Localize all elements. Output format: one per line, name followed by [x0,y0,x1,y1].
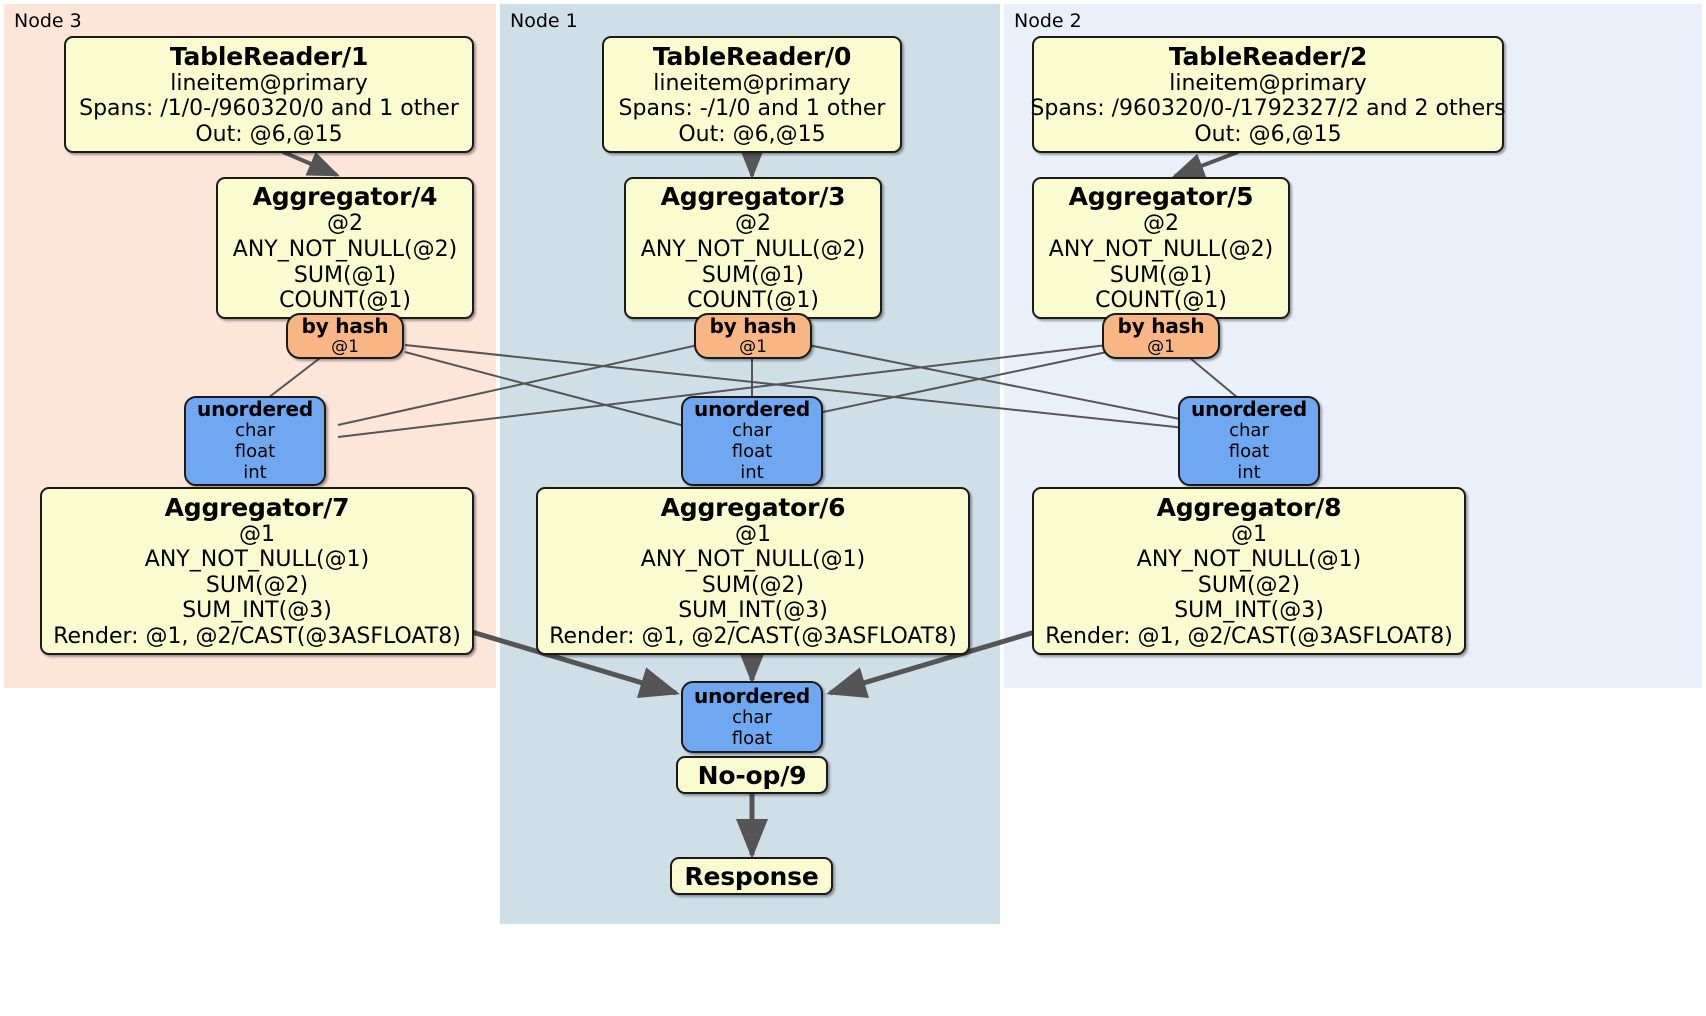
processor-line: SUM_INT(@3) [678,598,828,624]
processor-line: @2 [735,211,771,237]
processor-line: Spans: -/1/0 and 1 other [618,96,886,122]
processor-title: TableReader/1 [169,41,369,71]
processor-line: Render: @1, @2/CAST(@3ASFLOAT8) [53,623,461,649]
processor-title: TableReader/0 [652,41,852,71]
processor-line: SUM(@1) [701,262,805,288]
router-by-hash-node3[interactable]: by hash @1 [286,313,404,359]
processor-line: ANY_NOT_NULL(@1) [144,547,370,573]
processor-line: ANY_NOT_NULL(@2) [1048,236,1274,262]
receiver-line: float [234,441,276,463]
receiver-line: float [731,441,773,463]
processor-line: ANY_NOT_NULL(@1) [640,547,866,573]
receiver-title: unordered [694,683,810,708]
processor-line: ANY_NOT_NULL(@1) [1136,547,1362,573]
receiver-unordered-node1[interactable]: unordered char float int [681,396,823,486]
processor-line: ANY_NOT_NULL(@2) [640,236,866,262]
router-line: @1 [739,336,767,357]
processor-aggregator-8[interactable]: Aggregator/8 @1 ANY_NOT_NULL(@1) SUM(@2)… [1032,487,1466,655]
processor-line: SUM(@1) [1109,262,1213,288]
router-title: by hash [709,313,797,338]
receiver-line: char [732,706,772,728]
processor-line: lineitem@primary [170,70,368,96]
router-line: @1 [1147,336,1175,357]
processor-line: lineitem@primary [1169,70,1367,96]
processor-aggregator-6[interactable]: Aggregator/6 @1 ANY_NOT_NULL(@1) SUM(@2)… [536,487,970,655]
processor-title: Aggregator/7 [164,492,350,522]
processor-line: SUM(@2) [701,572,805,598]
processor-line: SUM_INT(@3) [1174,598,1324,624]
processor-aggregator-3[interactable]: Aggregator/3 @2 ANY_NOT_NULL(@2) SUM(@1)… [624,177,882,319]
processor-title: Response [684,861,819,891]
receiver-line: char [1229,420,1269,442]
processor-line: @1 [735,521,771,547]
processor-title: Aggregator/3 [660,182,846,212]
node-region-label-node3: Node 3 [14,10,82,32]
receiver-title: unordered [1191,397,1307,422]
processor-line: @1 [1231,521,1267,547]
processor-line: SUM(@1) [293,262,397,288]
processor-line: lineitem@primary [653,70,851,96]
processor-title: TableReader/2 [1168,41,1368,71]
router-by-hash-node1[interactable]: by hash @1 [694,313,812,359]
processor-response[interactable]: Response [670,857,833,895]
processor-line: SUM(@2) [1197,572,1301,598]
processor-tablereader-0[interactable]: TableReader/0 lineitem@primary Spans: -/… [602,36,902,153]
receiver-unordered-node3[interactable]: unordered char float int [184,396,326,486]
receiver-line: float [1228,441,1270,463]
receiver-line: int [1237,462,1261,484]
processor-title: Aggregator/8 [1156,492,1342,522]
processor-line: SUM(@2) [205,572,309,598]
processor-title: No-op/9 [697,760,807,790]
receiver-line: int [740,462,764,484]
receiver-line: char [732,420,772,442]
router-by-hash-node2[interactable]: by hash @1 [1102,313,1220,359]
router-title: by hash [301,313,389,338]
receiver-unordered-node2[interactable]: unordered char float int [1178,396,1320,486]
processor-line: @1 [239,521,275,547]
processor-title: Aggregator/4 [252,182,438,212]
processor-line: Out: @6,@15 [195,121,343,147]
node-region-label-node1: Node 1 [510,10,578,32]
processor-line: @2 [327,211,363,237]
processor-aggregator-5[interactable]: Aggregator/5 @2 ANY_NOT_NULL(@2) SUM(@1)… [1032,177,1290,319]
processor-title: Aggregator/5 [1068,182,1254,212]
receiver-line: float [731,727,773,749]
processor-line: Render: @1, @2/CAST(@3ASFLOAT8) [1045,623,1453,649]
receiver-title: unordered [197,397,313,422]
receiver-unordered-final[interactable]: unordered char float [681,681,823,753]
processor-line: ANY_NOT_NULL(@2) [232,236,458,262]
processor-line: Spans: /1/0-/960320/0 and 1 other [79,96,459,122]
processor-line: Out: @6,@15 [1194,121,1342,147]
processor-line: Out: @6,@15 [678,121,826,147]
receiver-line: int [243,462,267,484]
processor-noop-9[interactable]: No-op/9 [676,756,828,794]
processor-aggregator-7[interactable]: Aggregator/7 @1 ANY_NOT_NULL(@1) SUM(@2)… [40,487,474,655]
processor-line: @2 [1143,211,1179,237]
processor-line: COUNT(@1) [1095,288,1227,314]
receiver-title: unordered [694,397,810,422]
processor-tablereader-1[interactable]: TableReader/1 lineitem@primary Spans: /1… [64,36,474,153]
processor-line: SUM_INT(@3) [182,598,332,624]
processor-line: COUNT(@1) [279,288,411,314]
processor-line: Render: @1, @2/CAST(@3ASFLOAT8) [549,623,957,649]
processor-tablereader-2[interactable]: TableReader/2 lineitem@primary Spans: /9… [1030,36,1506,153]
processor-aggregator-4[interactable]: Aggregator/4 @2 ANY_NOT_NULL(@2) SUM(@1)… [216,177,474,319]
processor-line: Spans: /960320/0-/1792327/2 and 2 others [1030,96,1506,122]
router-line: @1 [331,336,359,357]
router-title: by hash [1117,313,1205,338]
processor-title: Aggregator/6 [660,492,846,522]
node-region-label-node2: Node 2 [1014,10,1082,32]
receiver-line: char [235,420,275,442]
processor-line: COUNT(@1) [687,288,819,314]
